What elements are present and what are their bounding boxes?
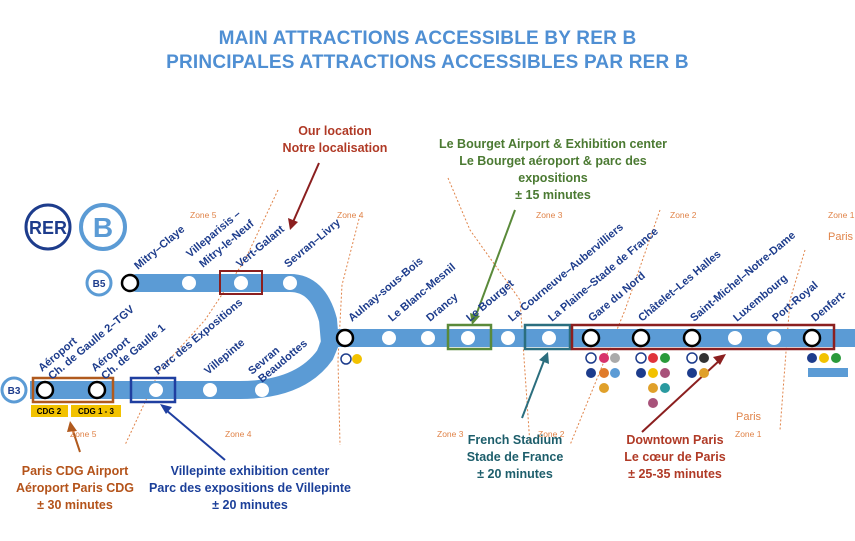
title-french: PRINCIPALES ATTRACTIONS ACCESSIBLES PAR … bbox=[166, 52, 689, 73]
callout-downtown-l1: Downtown Paris bbox=[626, 433, 724, 447]
label-drancy: Drancy bbox=[424, 291, 461, 325]
svg-text:B3: B3 bbox=[8, 386, 21, 397]
label-chatelet: Châtelet–Les Halles bbox=[636, 248, 723, 324]
callout-stade-l3: ± 20 minutes bbox=[477, 467, 553, 481]
callout-villepinte-l1: Villepinte exhibition center bbox=[170, 464, 330, 478]
label-aulnay: Aulnay-sous-Bois bbox=[346, 255, 425, 324]
line-b-logo: B bbox=[79, 203, 127, 251]
zone-1-top: Zone 1 bbox=[828, 210, 855, 220]
callout-cdg-l2: Aéroport Paris CDG bbox=[15, 481, 135, 495]
callout-our-location-fr: Notre localisation bbox=[282, 141, 388, 155]
terminus-stations bbox=[35, 273, 822, 400]
tag-cdg2: CDG 2 bbox=[37, 407, 62, 416]
callout-stade: French Stadium Stade de France ± 20 minu… bbox=[440, 432, 590, 483]
zone-3-bottom: Zone 3 bbox=[437, 429, 464, 439]
callout-cdg-l3: ± 30 minutes bbox=[37, 498, 113, 512]
callout-stade-l1: French Stadium bbox=[467, 433, 563, 447]
label-blanc-mesnil: Le Blanc-Mesnil bbox=[386, 261, 458, 324]
zone-4-bottom: Zone 4 bbox=[225, 429, 252, 439]
callout-villepinte-l3: ± 20 minutes bbox=[212, 498, 288, 512]
rer-logo-text: RER bbox=[29, 218, 67, 238]
cdg-box bbox=[31, 376, 115, 404]
callout-le-bourget-l2: Le Bourget aéroport & parc des bbox=[459, 154, 647, 168]
callout-cdg: Paris CDG Airport Aéroport Paris CDG ± 3… bbox=[5, 463, 145, 514]
branch-b3: B3 bbox=[0, 376, 28, 404]
tag-cdg1: CDG 1 - 3 bbox=[78, 407, 115, 416]
zone-labels: Zone 5 Zone 4 Zone 3 Zone 2 Zone 1 Zone … bbox=[70, 210, 855, 439]
downtown-box bbox=[570, 323, 836, 351]
callout-downtown: Downtown Paris Le cœur de Paris ± 25-35 … bbox=[590, 432, 760, 483]
stade-box bbox=[523, 323, 572, 351]
connection-icons bbox=[340, 352, 848, 408]
callout-villepinte-l2: Parc des expositions de Villepinte bbox=[149, 481, 351, 495]
zone-2-bottom: Zone 2 bbox=[538, 429, 565, 439]
callout-our-location: Our location Notre localisation bbox=[265, 123, 405, 157]
zone-3-top: Zone 3 bbox=[536, 210, 563, 220]
villepinte-box bbox=[129, 376, 177, 404]
zone-5-top: Zone 5 bbox=[190, 210, 217, 220]
callout-cdg-l1: Paris CDG Airport bbox=[21, 464, 129, 478]
cdg-tags: CDG 2 CDG 1 - 3 bbox=[31, 405, 121, 417]
label-mitry-claye: Mitry–Claye bbox=[132, 223, 187, 272]
our-location-box bbox=[219, 270, 263, 295]
rer-logo: RER bbox=[24, 203, 72, 251]
line-b-logo-text: B bbox=[93, 212, 113, 243]
callout-our-location-en: Our location bbox=[298, 124, 372, 138]
callout-le-bourget: Le Bourget Airport & Exhibition center L… bbox=[408, 136, 698, 204]
callout-downtown-l2: Le cœur de Paris bbox=[624, 450, 726, 464]
zone-5-bottom: Zone 5 bbox=[70, 429, 97, 439]
label-villepinte: Villepinte bbox=[202, 337, 247, 377]
regular-stations bbox=[149, 276, 781, 397]
callout-le-bourget-l3: expositions bbox=[518, 171, 588, 185]
zone-2-top: Zone 2 bbox=[670, 210, 697, 220]
area-paris-edge: Paris bbox=[828, 231, 854, 243]
svg-text:B5: B5 bbox=[93, 279, 106, 290]
branch-b5: B5 bbox=[85, 269, 113, 297]
label-denfert: Denfert- bbox=[809, 288, 849, 325]
zone-4-top: Zone 4 bbox=[337, 210, 364, 220]
callout-downtown-l3: ± 25-35 minutes bbox=[628, 467, 722, 481]
area-paris-main: Paris bbox=[736, 411, 762, 423]
title-english: MAIN ATTRACTIONS ACCESSIBLE BY RER B bbox=[218, 28, 637, 49]
zone-1-bottom: Zone 1 bbox=[735, 429, 762, 439]
station-labels: Mitry–Claye Villeparisis – Mitry-le-Neuf… bbox=[36, 208, 849, 385]
callout-villepinte: Villepinte exhibition center Parc des ex… bbox=[130, 463, 370, 514]
le-bourget-box bbox=[446, 323, 493, 351]
callout-stade-l2: Stade de France bbox=[466, 450, 564, 464]
callout-le-bourget-l4: ± 15 minutes bbox=[515, 188, 591, 202]
label-parc-expo: Parc des Expositions bbox=[152, 297, 245, 378]
callout-le-bourget-l1: Le Bourget Airport & Exhibition center bbox=[438, 137, 668, 151]
